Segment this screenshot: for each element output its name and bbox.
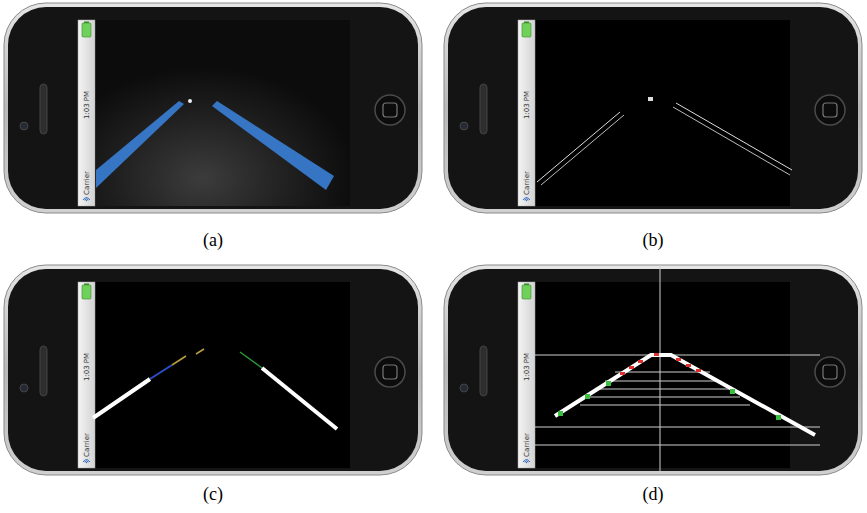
panel-label: (a) [203, 231, 223, 249]
status-time: 1:03 PM [84, 91, 91, 119]
panel-label: (c) [203, 485, 223, 503]
panel-label: (b) [643, 231, 664, 249]
status-carrier: Carrier [84, 171, 91, 195]
status-time: 1:03 PM [524, 353, 531, 381]
status-time: 1:03 PM [524, 91, 531, 119]
panel-label: (d) [643, 485, 664, 503]
status-carrier: Carrier [524, 433, 531, 457]
status-time: 1:03 PM [84, 353, 91, 381]
status-carrier: Carrier [84, 433, 91, 457]
status-carrier: Carrier [524, 171, 531, 195]
